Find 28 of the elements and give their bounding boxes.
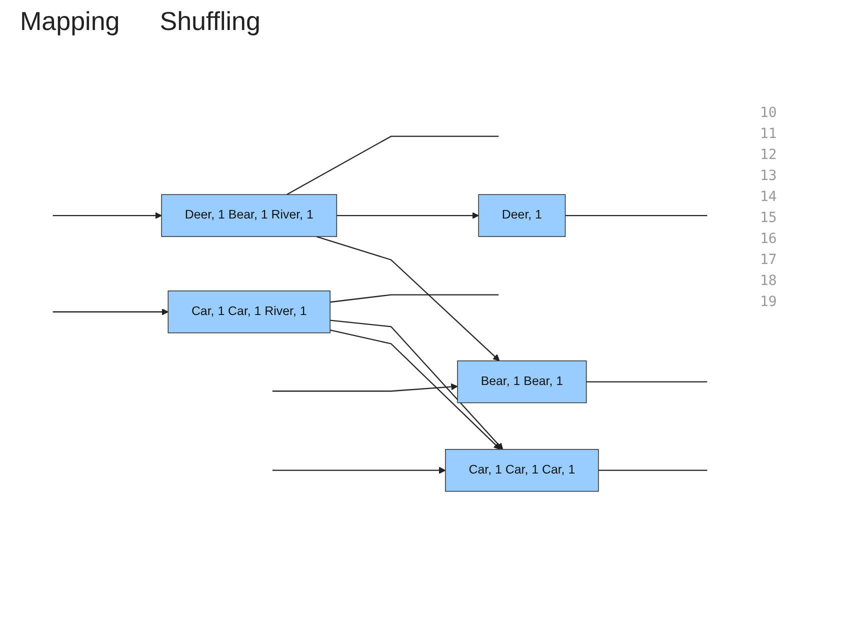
line-number: 13 xyxy=(760,167,777,186)
process-box: Car, 1 Car, 1 Car, 1 xyxy=(445,448,599,492)
line xyxy=(330,294,499,303)
line xyxy=(586,381,708,382)
line-number: 17 xyxy=(760,251,777,270)
line-number: 16 xyxy=(760,230,777,249)
process-box: Bear, 1 Bear, 1 xyxy=(457,360,587,404)
column-heading: Shuffling xyxy=(160,6,260,37)
arrow xyxy=(272,383,458,392)
line-number: 19 xyxy=(760,293,777,312)
line-number: 10 xyxy=(760,104,777,123)
line xyxy=(286,136,499,196)
line-number: 11 xyxy=(760,125,777,144)
column-heading: Mapping xyxy=(20,6,120,37)
line-number: 18 xyxy=(760,272,777,291)
line-number: 14 xyxy=(760,188,777,207)
process-box: Deer, 1 xyxy=(478,194,566,237)
line xyxy=(598,470,708,471)
arrow xyxy=(272,466,446,474)
line xyxy=(565,214,708,216)
arrow xyxy=(336,212,479,219)
line-number: 15 xyxy=(760,209,777,228)
arrow xyxy=(52,308,168,316)
line-number: 12 xyxy=(760,146,777,165)
arrow xyxy=(52,212,162,219)
arrow xyxy=(316,236,500,362)
process-box: Car, 1 Car, 1 River, 1 xyxy=(168,290,330,334)
process-box: Deer, 1 Bear, 1 River, 1 xyxy=(161,194,338,237)
